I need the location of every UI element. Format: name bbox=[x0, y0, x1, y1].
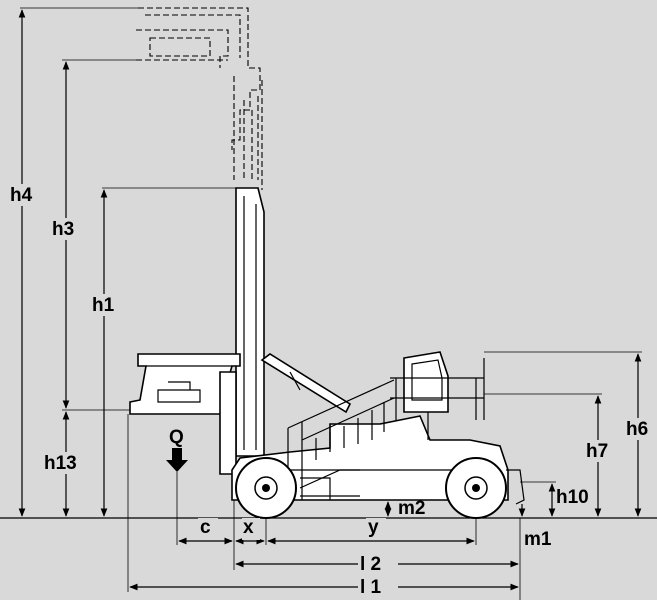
load-arrow bbox=[166, 448, 188, 472]
front-wheel bbox=[235, 457, 297, 519]
label-h6: h6 bbox=[626, 419, 648, 440]
label-h7: h7 bbox=[586, 441, 608, 462]
label-h4: h4 bbox=[10, 185, 33, 206]
lift-cylinder bbox=[260, 353, 352, 414]
rear-counterweight bbox=[506, 469, 525, 505]
boom bbox=[235, 187, 265, 457]
stairs-railing bbox=[287, 379, 395, 500]
label-h3: h3 bbox=[52, 219, 74, 240]
label-h13: h13 bbox=[44, 453, 77, 474]
label-q: Q bbox=[169, 427, 184, 448]
label-m2: m2 bbox=[398, 498, 425, 519]
lowered-spreader bbox=[129, 353, 241, 475]
rear-wheel bbox=[445, 457, 507, 519]
label-h10: h10 bbox=[556, 487, 589, 508]
label-l2: l 2 bbox=[360, 554, 381, 575]
label-l1: l 1 bbox=[360, 577, 382, 598]
chassis bbox=[231, 415, 509, 501]
reach-stacker-machine bbox=[129, 7, 525, 519]
raised-spreader-dashed bbox=[136, 7, 263, 190]
label-c: c bbox=[200, 517, 211, 538]
label-x: x bbox=[243, 517, 254, 538]
label-h1: h1 bbox=[92, 295, 115, 316]
operator-cab bbox=[390, 351, 485, 440]
label-m1: m1 bbox=[524, 529, 552, 550]
label-y: y bbox=[368, 517, 379, 538]
